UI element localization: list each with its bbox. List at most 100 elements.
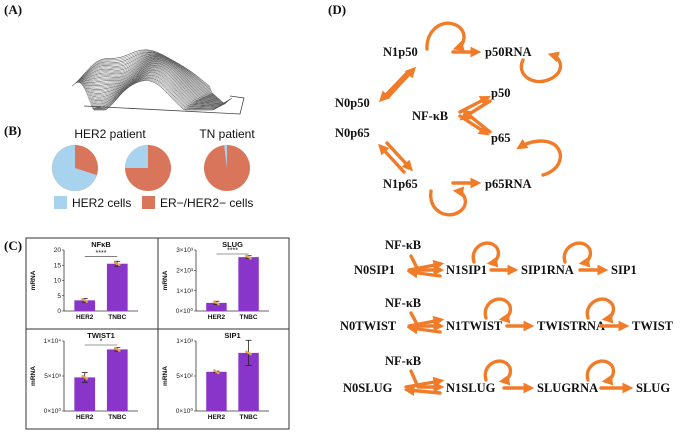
data-point	[217, 302, 220, 306]
chart-y-tick-label: 0	[57, 308, 61, 315]
surface-ridge	[75, 54, 214, 95]
data-point	[215, 370, 218, 374]
node-n1twist: N1TWIST	[446, 319, 503, 333]
surface-ridge	[84, 64, 223, 103]
chart-y-tick-label: 1×10⁴	[44, 338, 62, 345]
bar-tnbc	[238, 257, 259, 311]
chart-x-tick-label: HER2	[76, 314, 94, 321]
surface-ridge	[87, 68, 226, 105]
chart-y-tick-label: 5×10²	[176, 373, 194, 380]
node-p50: p50	[491, 86, 510, 100]
data-point	[117, 263, 121, 267]
surface-ridge	[86, 66, 225, 104]
surface-ridge	[84, 63, 223, 102]
arrow-n1sip1-n0sip1	[406, 267, 442, 279]
panel-b-label: (B)	[4, 123, 21, 138]
data-point	[81, 297, 85, 301]
data-point	[247, 255, 250, 259]
bar-her2	[74, 377, 96, 411]
pie-3-her2-slice	[224, 145, 227, 168]
chart-x-tick-label: HER2	[208, 414, 226, 421]
significance-stars: ****	[96, 250, 107, 257]
bar-tnbc	[106, 349, 128, 411]
legend-her2-label: HER2 cells	[72, 196, 131, 210]
node-nfkb-slug: NF-κB	[385, 354, 421, 368]
data-point	[213, 300, 216, 303]
surface-ridge	[74, 53, 213, 94]
data-point	[85, 377, 89, 380]
self-loop-n1twist	[483, 297, 513, 324]
surface-ridge	[72, 50, 211, 89]
chart-y-tick-label: 2×10³	[176, 268, 194, 275]
chart-ylabel: mRNA	[162, 366, 169, 386]
chart-x-tick-label: HER2	[208, 314, 226, 321]
chart-y-tick-label: 5	[57, 293, 61, 300]
data-point	[247, 351, 250, 355]
network-diagram: N1p50 p50RNA N0p50 p50 NF-κB N0p65 p65 N…	[335, 21, 674, 397]
data-point	[245, 350, 248, 354]
panel-a-label: (A)	[4, 2, 22, 17]
node-twist: TWIST	[632, 319, 674, 333]
surface-ridge	[85, 65, 224, 104]
node-nfkb-twist: NF-κB	[385, 296, 421, 310]
surface-ridge	[91, 74, 230, 108]
node-sip1: SIP1	[611, 263, 637, 277]
bar-her2	[206, 302, 227, 311]
surface-ridge	[77, 56, 216, 97]
node-p65: p65	[491, 131, 510, 145]
chart-frame-1	[25, 237, 159, 330]
data-point	[245, 254, 248, 258]
chart-y-tick-label: 3×10³	[176, 247, 194, 254]
node-n0twist: N0TWIST	[340, 319, 397, 333]
surface-ridge	[74, 53, 213, 94]
her2-patient-title: HER2 patient	[74, 127, 146, 141]
surface-ridge	[87, 69, 227, 106]
surface-ridge	[81, 60, 220, 100]
surface-ridge	[89, 73, 229, 107]
node-nfkb: NF-κB	[412, 109, 448, 123]
chart-y-tick-label: 15	[54, 262, 62, 269]
significance-stars: ****	[227, 248, 238, 255]
surface-ridge	[79, 58, 218, 98]
node-slugrna: SLUGRNA	[537, 381, 598, 395]
surface-ridge	[76, 55, 215, 96]
data-point	[83, 299, 87, 302]
pie-charts	[52, 145, 250, 191]
bar-tnbc	[106, 263, 128, 311]
surface-ridge	[85, 64, 224, 103]
node-n1p50: N1p50	[383, 45, 418, 59]
surface-ridge	[91, 76, 231, 109]
data-point	[83, 376, 87, 379]
bar-her2	[74, 300, 96, 311]
surface-ridge	[83, 62, 222, 102]
data-point	[249, 257, 252, 260]
surface-ridge	[94, 80, 233, 111]
self-loop-p50rna	[519, 51, 563, 84]
legend-her2-swatch	[54, 196, 67, 209]
chart-ylabel: mRNA	[30, 366, 37, 386]
chart-title: NFκB	[91, 240, 111, 249]
surface-ridge	[88, 71, 228, 106]
data-point	[115, 262, 119, 266]
node-n1p65: N1p65	[383, 177, 418, 191]
data-point	[249, 352, 252, 356]
surface-plot	[71, 49, 245, 115]
data-point	[117, 349, 121, 352]
node-n0p50: N0p50	[335, 96, 370, 110]
surface-ridge	[80, 58, 219, 99]
surface-ridge	[83, 62, 222, 101]
self-loop-n1p65	[429, 186, 468, 217]
arrow-n1p50-n0p50	[378, 71, 409, 103]
surface-ridge	[80, 59, 219, 99]
surface-ridge	[82, 61, 221, 101]
arrow-p65-nfkb	[461, 109, 492, 134]
self-loop-twistrna	[585, 297, 616, 324]
significance-stars: *	[100, 339, 103, 346]
node-n1slug: N1SLUG	[446, 381, 496, 395]
chart-y-tick-label: 0×10⁰	[176, 407, 194, 415]
node-n0slug: N0SLUG	[343, 381, 393, 395]
surface-ridge	[77, 56, 216, 96]
chart-y-tick-label: 1×10³	[176, 338, 194, 345]
surface-ridge	[73, 51, 212, 91]
surface-ridge	[92, 78, 232, 110]
